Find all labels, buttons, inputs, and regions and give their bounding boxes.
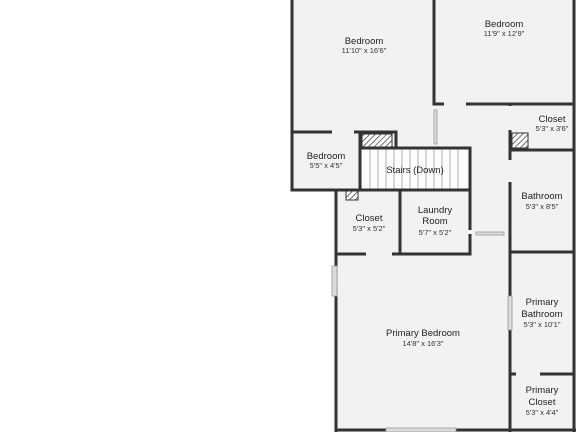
room-dims: 5'7" x 5'2" — [419, 228, 452, 237]
room-name: Closet — [356, 213, 383, 224]
window-primary-bottom — [385, 427, 457, 432]
exterior-cutout — [292, 190, 336, 432]
hatch-block-stairs — [361, 133, 393, 149]
room-name: Primary Bedroom — [386, 328, 460, 339]
room-dims: 5'3" x 3'6" — [536, 124, 569, 133]
room-bedroom-1: Bedroom 11'10" x 16'6" — [342, 36, 387, 55]
room-dims: 5'3" x 10'1" — [524, 320, 561, 329]
room-dims: 5'3" x 4'4" — [526, 408, 559, 417]
room-primary-closet: Primary Closet 5'3" x 4'4" — [526, 385, 559, 417]
stairs-area — [362, 148, 470, 190]
room-name-line2: Bathroom — [521, 309, 562, 320]
room-name: Bedroom — [307, 151, 346, 162]
room-dims: 14'8" x 16'3" — [402, 339, 443, 348]
room-closet-2: Closet 5'3" x 5'2" — [353, 213, 386, 233]
room-stairs: Stairs (Down) — [386, 165, 444, 176]
room-dims: 11'9" x 12'9" — [484, 29, 525, 38]
hatched-blocks — [345, 132, 529, 201]
room-name-line1: Primary — [526, 385, 559, 396]
room-name-line1: Laundry — [418, 205, 453, 216]
window-hall-right — [475, 231, 505, 236]
stair-treads — [369, 148, 459, 190]
room-dims: 5'5" x 4'5" — [310, 161, 343, 170]
room-name: Bathroom — [521, 191, 562, 202]
room-primary-bedroom: Primary Bedroom 14'8" x 16'3" — [386, 328, 460, 348]
window-hall — [433, 109, 438, 145]
room-closet-1: Closet 5'3" x 3'6" — [536, 114, 569, 133]
room-name: Closet — [539, 114, 566, 125]
walls — [290, 0, 576, 432]
room-dims: 5'3" x 5'2" — [353, 224, 386, 233]
window-primary-left — [331, 265, 338, 297]
room-name-line1: Primary — [526, 297, 559, 308]
hatch-block-closet — [511, 132, 529, 149]
room-name: Bedroom — [345, 36, 384, 47]
room-name-line2: Room — [422, 216, 447, 227]
room-name-line2: Closet — [529, 397, 556, 408]
room-dims: 11'10" x 16'6" — [342, 46, 387, 55]
room-bedroom-2: Bedroom 11'9" x 12'9" — [484, 19, 525, 38]
room-primary-bathroom: Primary Bathroom 5'3" x 10'1" — [521, 297, 562, 329]
stairs-fill — [362, 148, 470, 190]
room-bathroom: Bathroom 5'3" x 8'5" — [521, 191, 562, 211]
room-laundry: Laundry Room 5'7" x 5'2" — [418, 205, 453, 237]
room-dims: 5'3" x 8'5" — [526, 202, 559, 211]
room-bedroom-3: Bedroom 5'5" x 4'5" — [307, 151, 346, 170]
room-name: Stairs (Down) — [386, 165, 444, 176]
room-name: Bedroom — [485, 19, 524, 30]
window-primary-bath — [507, 295, 513, 331]
windows — [331, 109, 513, 432]
